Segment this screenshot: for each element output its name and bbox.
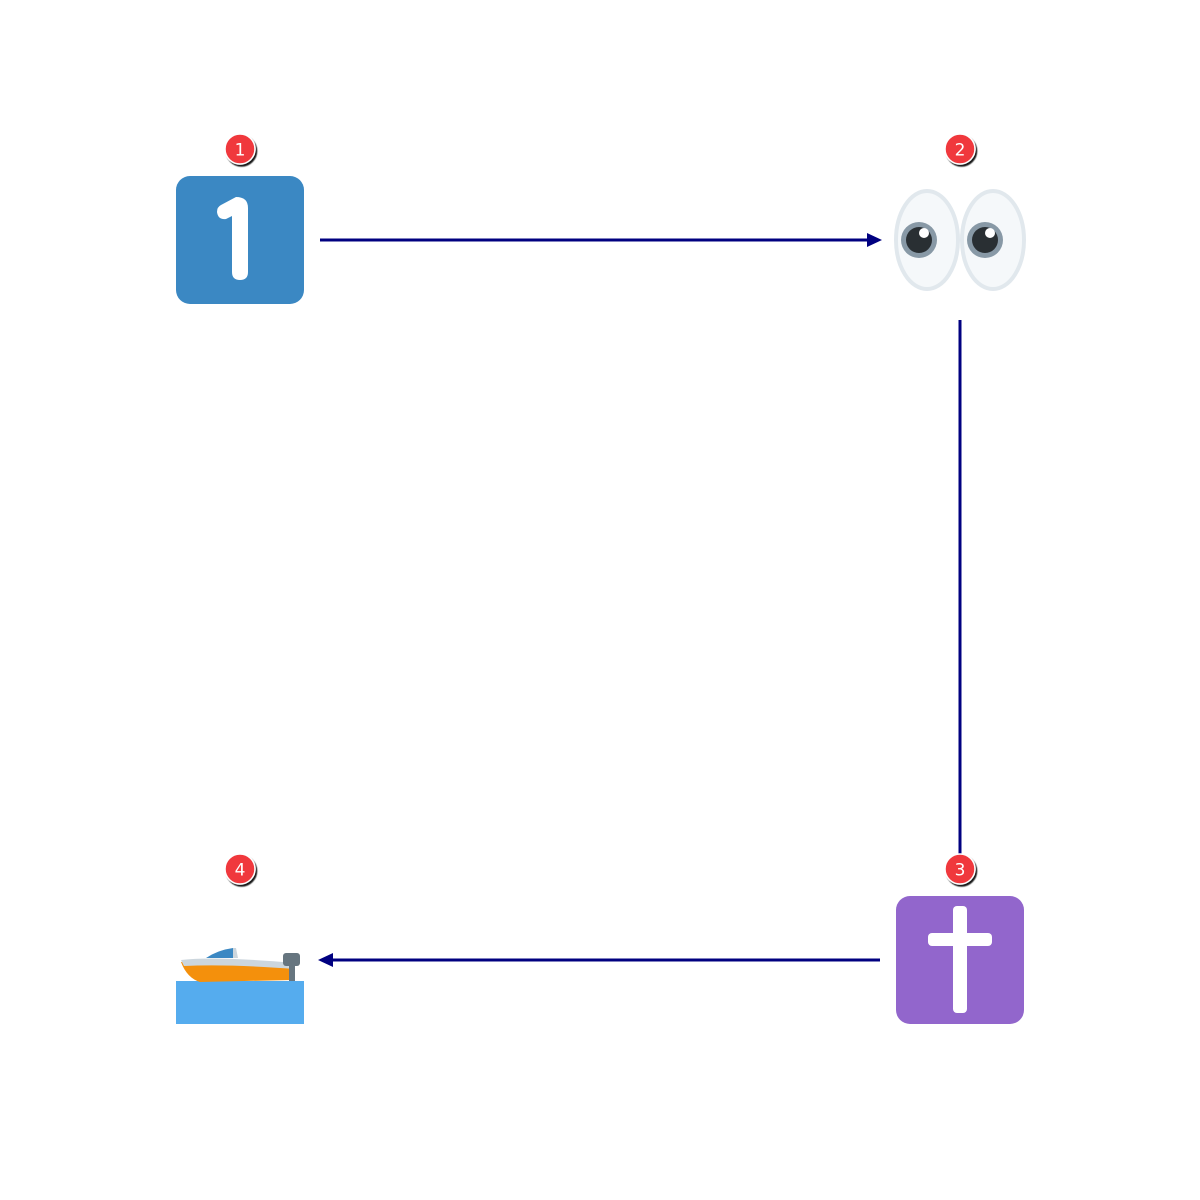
step-badge-1: 1: [224, 133, 256, 165]
node-3: [896, 896, 1024, 1024]
step-badge-label: 4: [235, 861, 246, 881]
eyes-icon: [894, 189, 1026, 291]
step-badge-label: 1: [235, 141, 246, 161]
latin-cross-icon: [896, 896, 1024, 1024]
step-badge-label: 2: [955, 141, 966, 161]
step-badge-4: 4: [224, 853, 256, 885]
speedboat-icon: [176, 948, 304, 1024]
connector-1-2: [320, 233, 882, 247]
keycap-digit-one-icon: [176, 176, 304, 304]
node-4: [176, 948, 304, 1024]
node-1: [176, 176, 304, 304]
step-badge-label: 3: [955, 861, 966, 881]
node-2: [894, 189, 1026, 291]
step-badge-3: 3: [944, 853, 976, 885]
step-badge-2: 2: [944, 133, 976, 165]
connector-3-4: [318, 953, 880, 967]
